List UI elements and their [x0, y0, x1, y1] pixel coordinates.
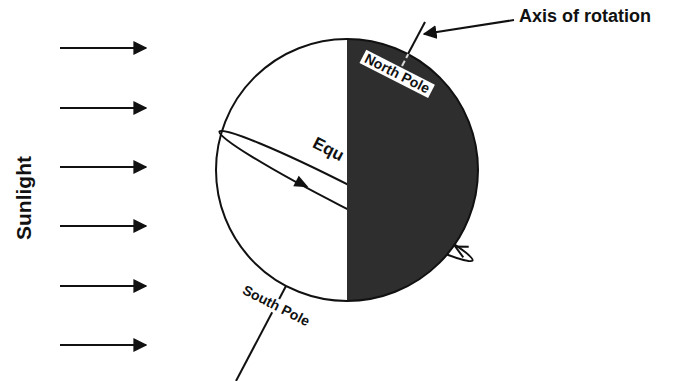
- globe-night: [347, 39, 478, 301]
- sunlight-label: Sunlight: [12, 156, 35, 240]
- rotation-arrowhead: [293, 176, 311, 193]
- leader-arrow: [424, 20, 514, 34]
- sunlight-arrows: [60, 48, 146, 345]
- globe-outline: [216, 39, 478, 301]
- rotation-arrowhead: [453, 241, 469, 257]
- axis-label: Axis of rotation: [519, 7, 651, 27]
- globe-lit: [216, 39, 478, 301]
